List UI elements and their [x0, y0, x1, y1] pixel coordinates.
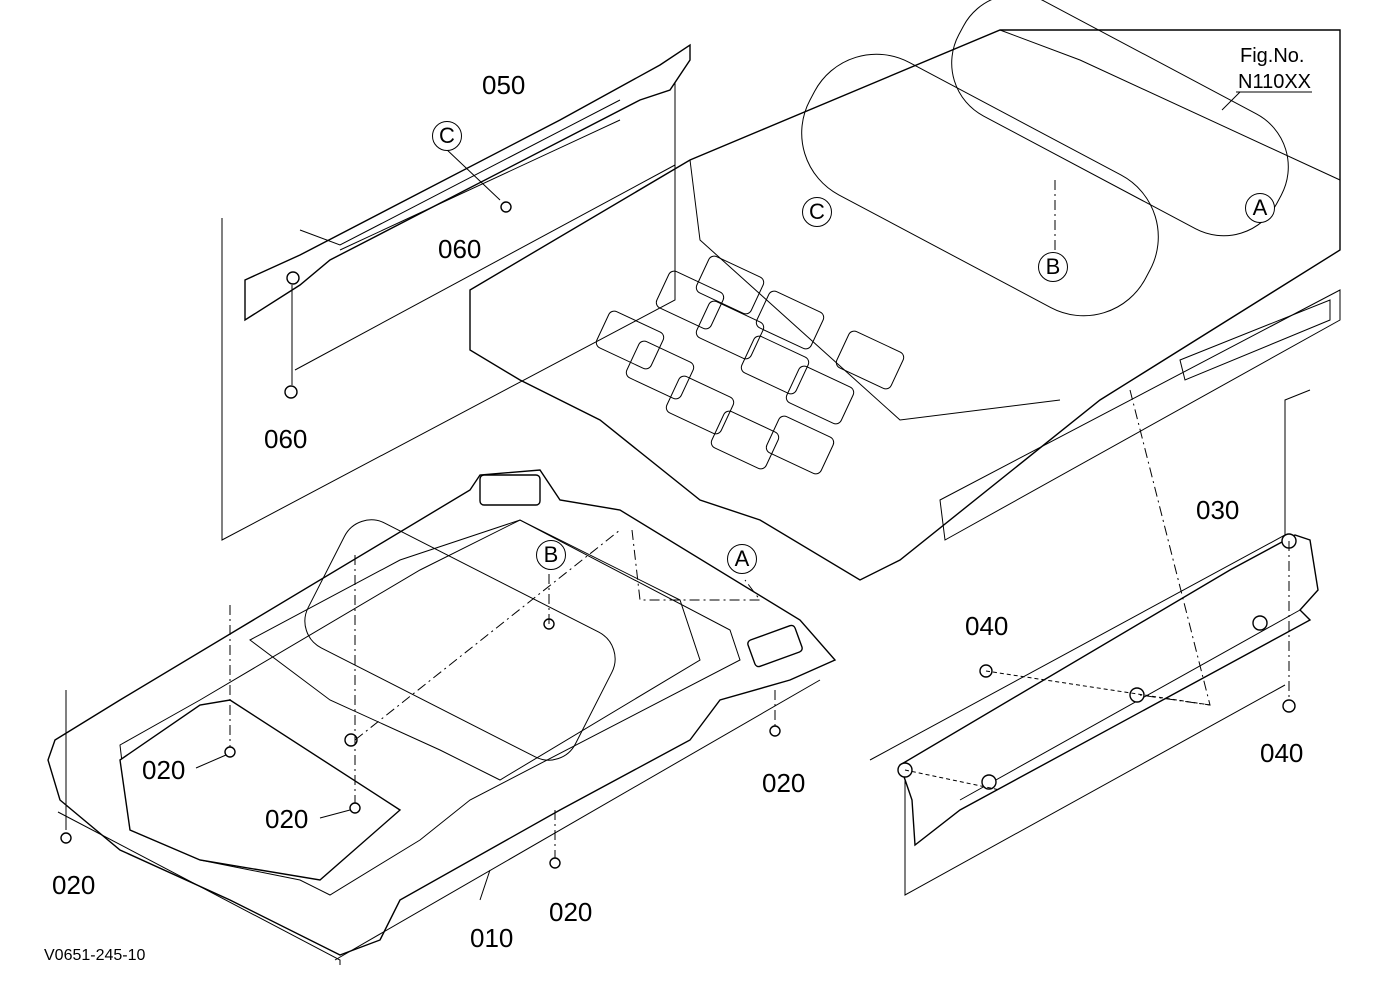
part-040-label: 040 [965, 611, 1009, 641]
part-040-label: 040 [1260, 738, 1304, 768]
part-050-bracket [221, 43, 691, 541]
ref-b-callout: B [536, 540, 566, 570]
part-060-label: 060 [264, 424, 308, 454]
fig-number: N110XX [1238, 71, 1312, 93]
part-020-label: 020 [52, 870, 96, 900]
part-010-label: 010 [470, 923, 514, 953]
part-050-label: 050 [482, 70, 526, 100]
ref-a-callout: A [1245, 193, 1275, 223]
part-010-roof-liner [47, 469, 837, 965]
drawing-code: V0651-245-10 [44, 947, 146, 964]
part-020-label: 020 [142, 755, 186, 785]
leader-lines [60, 180, 1290, 901]
ref-c-callout: C [802, 197, 832, 227]
part-060-label: 060 [438, 234, 482, 264]
part-020-label: 020 [265, 804, 309, 834]
cab-roof-frame [469, 0, 1341, 581]
part-020-label: 020 [762, 768, 806, 798]
cab-floor-openings [595, 255, 905, 475]
ref-a-callout: A [727, 544, 757, 574]
part-030-label: 030 [1196, 495, 1240, 525]
ref-c-callout: C [432, 121, 462, 151]
fig-label: Fig.No. [1240, 45, 1305, 67]
ref-b-callout: B [1038, 252, 1068, 282]
part-030-side-rail [869, 389, 1319, 896]
part-020-label: 020 [549, 897, 593, 927]
